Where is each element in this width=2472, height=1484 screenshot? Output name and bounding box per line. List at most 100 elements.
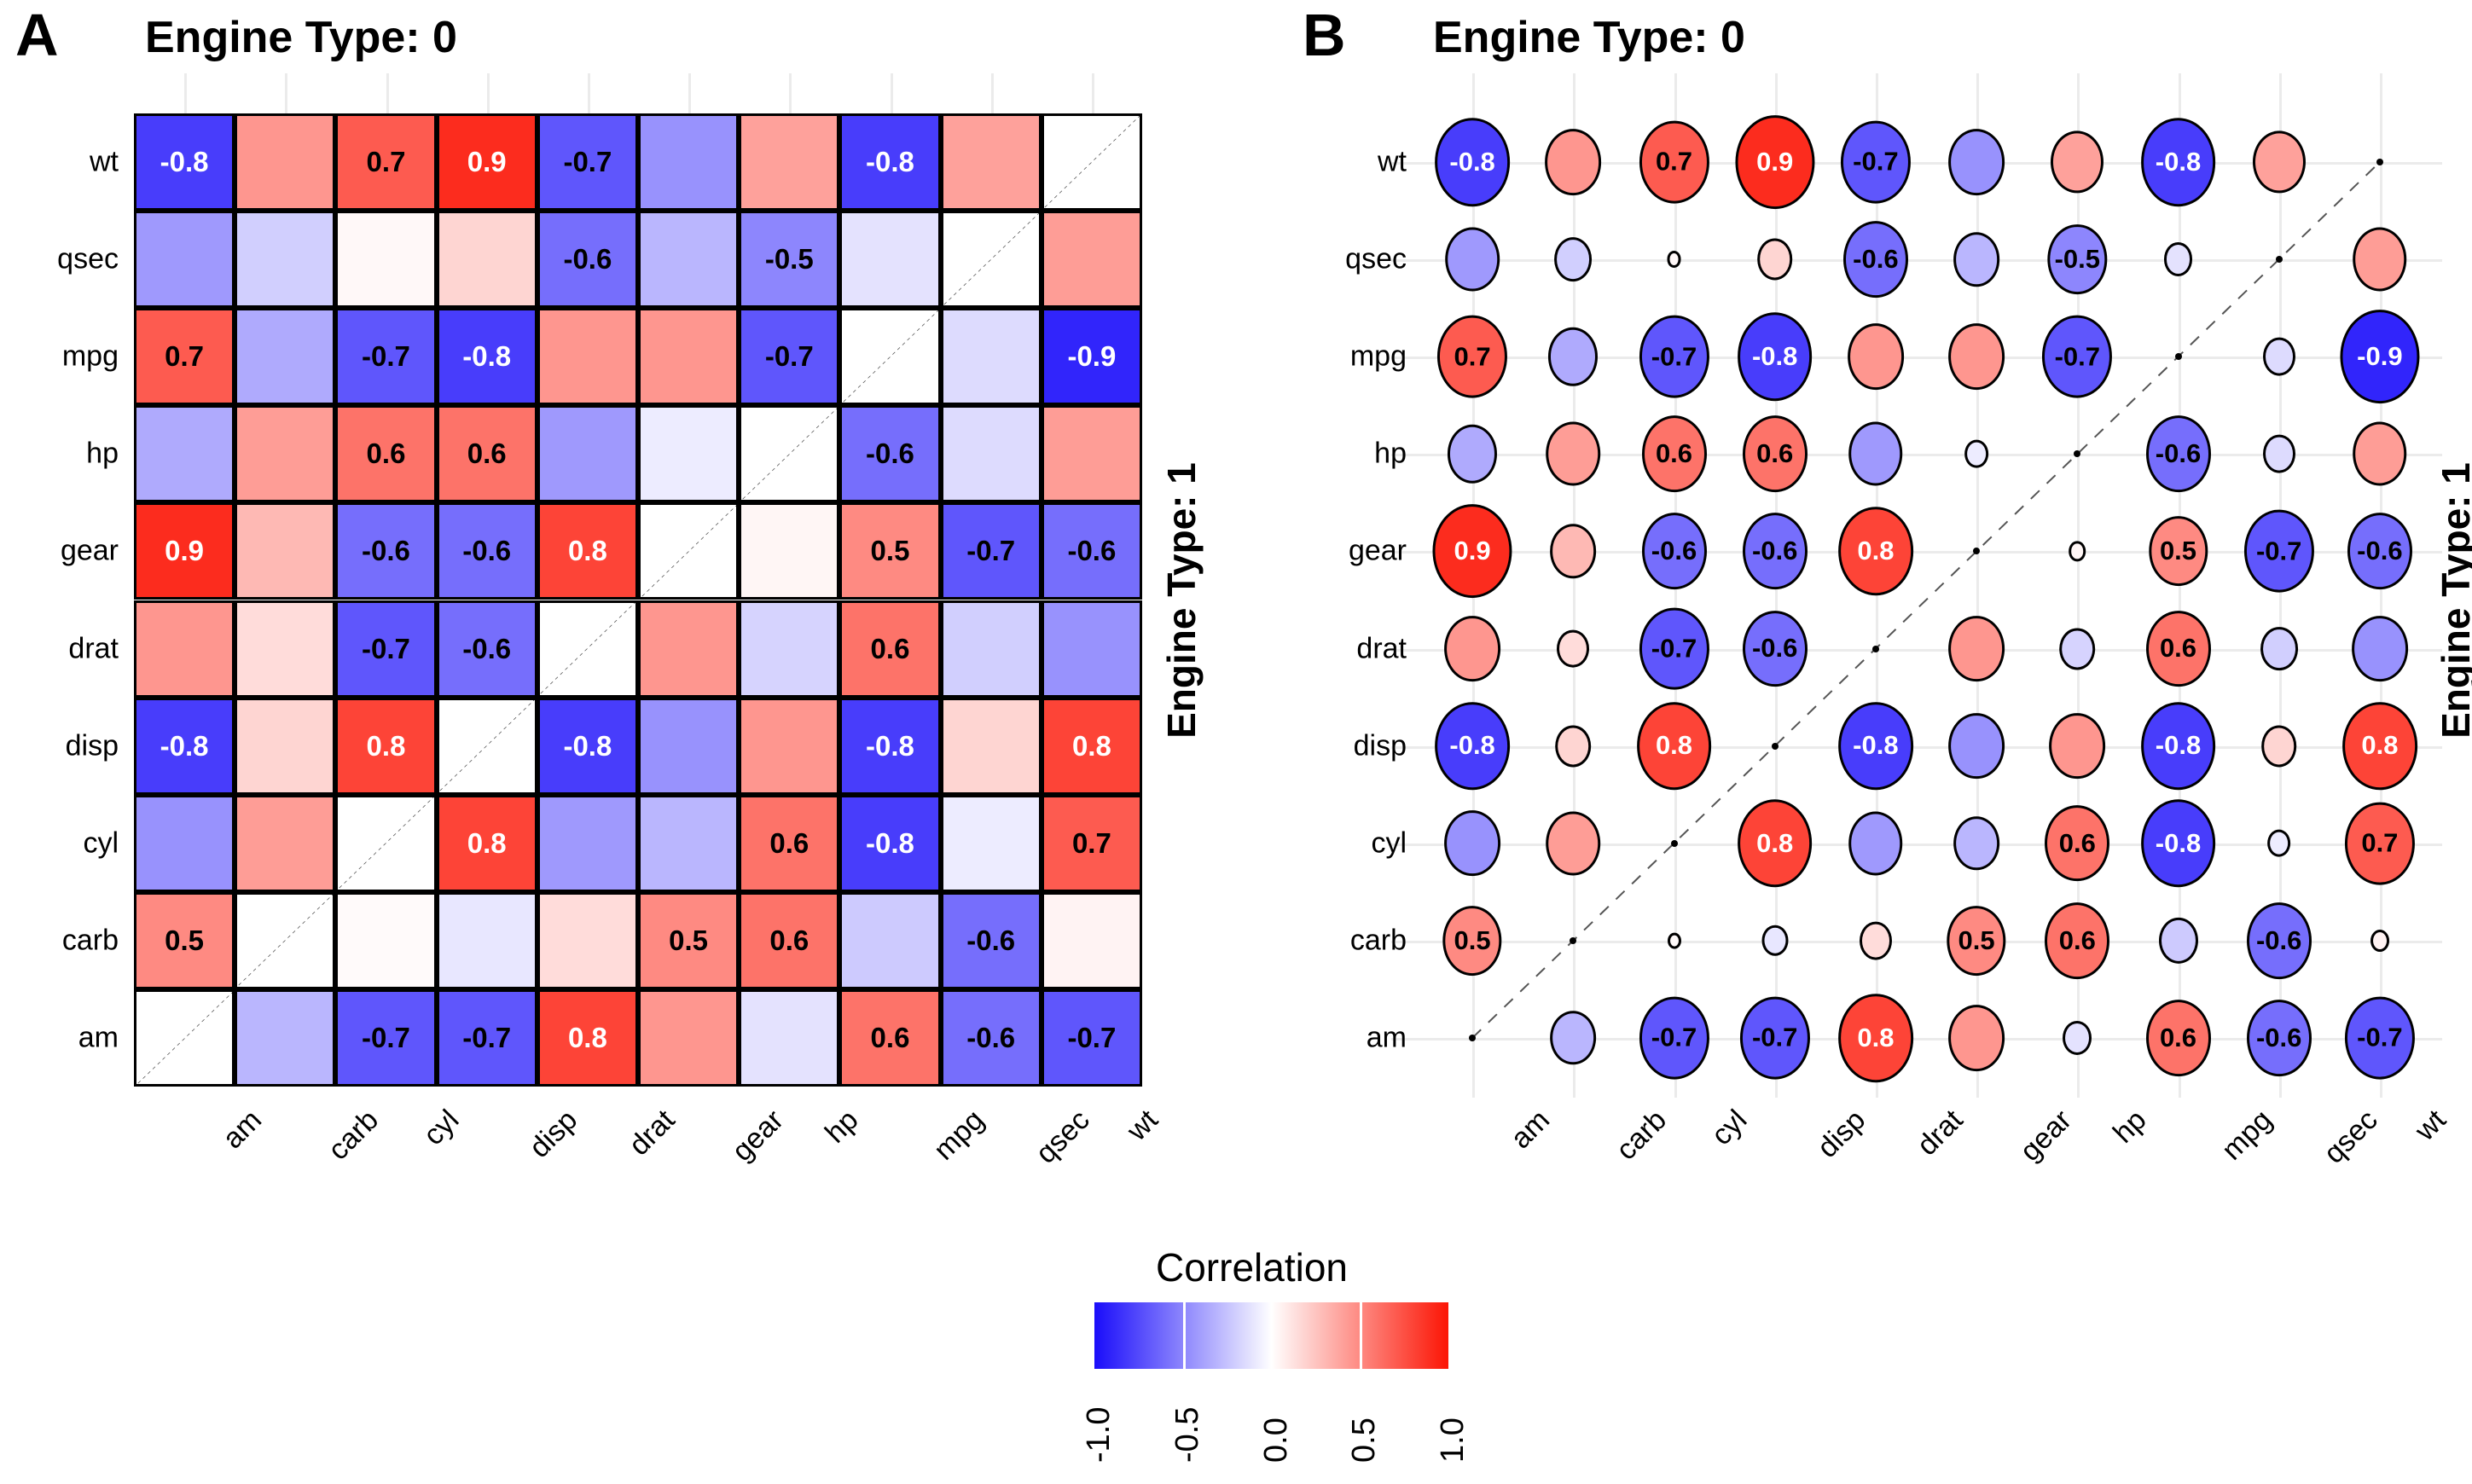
matrix-bubble[interactable] <box>1550 524 1597 579</box>
matrix-bubble[interactable] <box>1545 129 1602 195</box>
matrix-tile[interactable] <box>638 794 740 892</box>
matrix-bubble[interactable]: -0.6 <box>1742 610 1808 687</box>
matrix-bubble[interactable]: -0.8 <box>2140 798 2216 888</box>
matrix-tile[interactable]: -0.6 <box>537 211 638 309</box>
matrix-bubble[interactable] <box>1550 1011 1597 1065</box>
matrix-diagonal-cell[interactable] <box>235 891 336 989</box>
matrix-tile[interactable] <box>134 794 235 892</box>
matrix-tile[interactable] <box>739 502 840 600</box>
matrix-bubble[interactable]: -0.7 <box>1840 120 1911 204</box>
matrix-tile[interactable] <box>134 405 235 503</box>
matrix-bubble[interactable]: -0.6 <box>2347 513 2412 590</box>
matrix-bubble[interactable]: 0.8 <box>1838 994 1913 1082</box>
matrix-bubble[interactable] <box>1448 425 1498 484</box>
matrix-bubble[interactable]: 0.5 <box>2148 516 2208 587</box>
matrix-bubble[interactable]: -0.6 <box>1742 513 1808 590</box>
matrix-tile[interactable]: -0.6 <box>436 502 537 600</box>
matrix-bubble[interactable]: -0.6 <box>2246 902 2312 979</box>
matrix-bubble[interactable]: 0.6 <box>1641 415 1707 493</box>
matrix-tile[interactable]: 0.7 <box>1041 794 1142 892</box>
matrix-tile[interactable]: 0.5 <box>839 502 941 600</box>
matrix-bubble[interactable]: 0.5 <box>1947 905 2006 976</box>
matrix-bubble[interactable]: 0.6 <box>1742 415 1808 493</box>
matrix-tile[interactable]: 0.6 <box>839 600 941 698</box>
matrix-bubble[interactable] <box>2353 227 2407 292</box>
matrix-tile[interactable] <box>235 113 336 212</box>
matrix-tile[interactable]: 0.7 <box>335 113 437 212</box>
matrix-diagonal-cell[interactable] <box>335 794 437 892</box>
matrix-tile[interactable] <box>235 502 336 600</box>
matrix-tile[interactable]: -0.7 <box>537 113 638 212</box>
matrix-tile[interactable]: 0.6 <box>436 405 537 503</box>
matrix-tile[interactable] <box>235 988 336 1087</box>
matrix-tile[interactable] <box>436 891 537 989</box>
matrix-bubble[interactable]: -0.8 <box>1737 312 1813 402</box>
matrix-tile[interactable]: -0.7 <box>940 502 1042 600</box>
matrix-tile[interactable] <box>1041 211 1142 309</box>
matrix-tile[interactable] <box>638 697 740 795</box>
matrix-tile[interactable] <box>739 988 840 1087</box>
matrix-tile[interactable] <box>235 308 336 406</box>
matrix-bubble[interactable] <box>1761 925 1789 957</box>
matrix-tile[interactable]: 0.5 <box>638 891 740 989</box>
matrix-bubble[interactable] <box>2260 725 2297 768</box>
matrix-bubble[interactable] <box>1948 1005 2005 1071</box>
matrix-bubble[interactable] <box>1555 725 1592 768</box>
matrix-tile[interactable] <box>739 600 840 698</box>
matrix-tile[interactable] <box>235 211 336 309</box>
matrix-tile[interactable] <box>940 697 1042 795</box>
matrix-bubble[interactable]: 0.9 <box>1735 115 1815 209</box>
matrix-bubble[interactable] <box>1667 932 1681 949</box>
matrix-bubble[interactable]: 0.7 <box>1639 120 1709 204</box>
matrix-bubble[interactable] <box>2163 242 2193 277</box>
matrix-diagonal-cell[interactable] <box>839 308 941 406</box>
matrix-tile[interactable]: -0.6 <box>940 891 1042 989</box>
matrix-bubble[interactable]: -0.6 <box>1641 513 1707 590</box>
matrix-bubble[interactable] <box>1557 629 1590 668</box>
matrix-bubble[interactable]: -0.8 <box>1435 701 1510 791</box>
matrix-bubble[interactable]: -0.9 <box>2340 310 2420 404</box>
matrix-bubble[interactable] <box>2260 626 2298 671</box>
matrix-tile[interactable] <box>235 600 336 698</box>
matrix-diagonal-cell[interactable] <box>739 405 840 503</box>
matrix-tile[interactable]: -0.6 <box>335 502 437 600</box>
matrix-bubble[interactable] <box>1953 232 1999 287</box>
matrix-bubble[interactable] <box>1667 251 1681 269</box>
matrix-bubble[interactable] <box>2353 421 2407 486</box>
matrix-tile[interactable] <box>638 405 740 503</box>
matrix-bubble[interactable] <box>1948 712 2005 780</box>
matrix-tile[interactable] <box>940 794 1042 892</box>
matrix-tile[interactable] <box>839 891 941 989</box>
matrix-tile[interactable] <box>940 405 1042 503</box>
matrix-tile[interactable] <box>537 891 638 989</box>
matrix-tile[interactable]: 0.8 <box>537 988 638 1087</box>
matrix-bubble[interactable] <box>1444 615 1500 682</box>
matrix-bubble[interactable] <box>2069 541 2086 562</box>
matrix-tile[interactable]: 0.5 <box>134 891 235 989</box>
matrix-diagonal-cell[interactable] <box>436 697 537 795</box>
matrix-bubble[interactable]: -0.6 <box>2145 415 2211 493</box>
matrix-tile[interactable]: 0.6 <box>839 988 941 1087</box>
matrix-bubble[interactable] <box>2262 337 2295 376</box>
matrix-tile[interactable] <box>235 794 336 892</box>
matrix-bubble[interactable]: -0.7 <box>2243 510 2314 593</box>
matrix-tile[interactable] <box>739 697 840 795</box>
matrix-bubble[interactable]: -0.8 <box>1435 118 1510 206</box>
matrix-tile[interactable] <box>436 211 537 309</box>
matrix-bubble[interactable]: -0.8 <box>2140 118 2216 206</box>
matrix-bubble[interactable]: 0.6 <box>2045 902 2110 979</box>
matrix-bubble[interactable]: -0.6 <box>1842 221 1908 298</box>
matrix-bubble[interactable] <box>1848 811 1903 876</box>
matrix-bubble[interactable]: -0.7 <box>2042 315 2113 398</box>
matrix-bubble[interactable] <box>2063 1020 2092 1055</box>
matrix-tile[interactable]: -0.7 <box>335 600 437 698</box>
matrix-tile[interactable]: -0.8 <box>134 113 235 212</box>
matrix-bubble[interactable]: 0.8 <box>2342 701 2417 791</box>
matrix-tile[interactable]: 0.8 <box>335 697 437 795</box>
matrix-bubble[interactable]: 0.7 <box>2344 802 2415 885</box>
matrix-tile[interactable]: -0.7 <box>436 988 537 1087</box>
matrix-bubble[interactable] <box>1554 237 1593 282</box>
matrix-diagonal-cell[interactable] <box>134 988 235 1087</box>
matrix-tile[interactable]: -0.8 <box>537 697 638 795</box>
matrix-bubble[interactable] <box>2049 712 2106 780</box>
